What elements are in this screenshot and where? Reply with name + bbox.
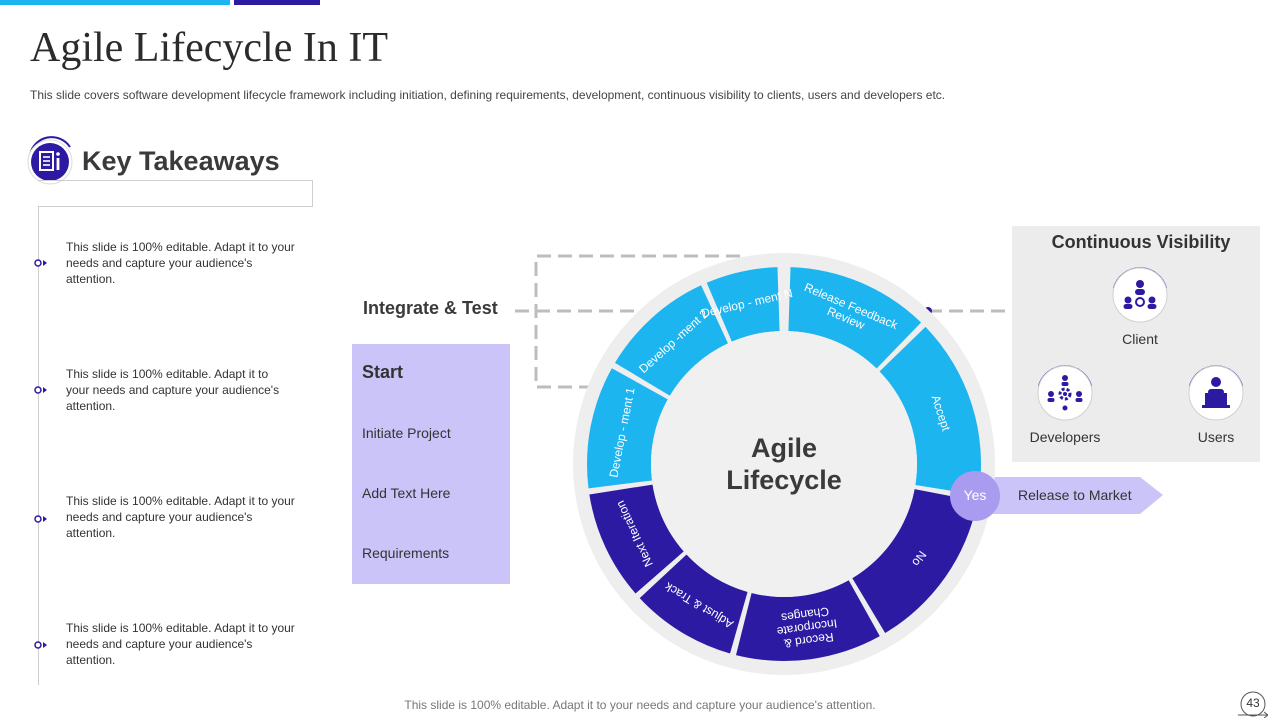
- release-arrow: [978, 477, 1163, 514]
- takeaway-item: This slide is 100% editable. Adapt it to…: [66, 367, 280, 413]
- cycle-segment: [614, 285, 729, 396]
- page-number-badge: [1238, 691, 1268, 718]
- top-accent-bar-navy: [234, 0, 320, 5]
- start-title: Start: [362, 362, 404, 382]
- developers-label: Developers: [1029, 429, 1101, 445]
- bullet-marker: [34, 259, 47, 267]
- yes-circle: [950, 471, 1000, 521]
- page-number: 43: [1246, 696, 1260, 710]
- cycle-segment: [852, 489, 978, 634]
- yes-label: Yes: [963, 487, 987, 503]
- cycle-segment: [589, 484, 684, 594]
- continuous-visibility-title: Continuous Visibility: [1051, 232, 1231, 252]
- center-label-line2: Lifecycle: [726, 465, 842, 495]
- key-takeaways-timeline: [38, 207, 39, 685]
- bullet-marker: [34, 386, 47, 394]
- bullet-marker: [34, 515, 47, 523]
- continuous-visibility-panel: [1012, 226, 1260, 462]
- cycle-segment: [706, 267, 780, 342]
- cycle-segment: [788, 267, 922, 369]
- client-label: Client: [1122, 331, 1158, 347]
- start-item-requirements: Requirements: [362, 545, 450, 561]
- center-label-line1: Agile: [750, 433, 817, 463]
- key-takeaways-title: Key Takeaways: [82, 146, 280, 176]
- cycle-segment: [736, 580, 880, 661]
- client-network-icon: [1112, 267, 1168, 323]
- release-to-market-label: Release to Market: [1018, 487, 1132, 503]
- start-item-add-text: Add Text Here: [362, 485, 451, 501]
- top-accent-bar-cyan: [0, 0, 230, 5]
- cycle-segment: [879, 326, 981, 496]
- integrate-test-label: Integrate & Test: [363, 298, 498, 318]
- developers-gear-icon: [1037, 365, 1093, 421]
- key-takeaways-header-box: [38, 180, 313, 207]
- cycle-segment: [587, 368, 668, 489]
- dashed-connectors: [515, 254, 1012, 389]
- takeaway-item: This slide is 100% editable. Adapt it to…: [66, 621, 295, 667]
- document-info-icon: [27, 136, 73, 185]
- user-laptop-icon: [1188, 365, 1244, 421]
- start-box: [352, 344, 510, 584]
- takeaway-item: This slide is 100% editable. Adapt it to…: [66, 240, 295, 286]
- start-item-initiate: Initiate Project: [362, 425, 451, 441]
- users-label: Users: [1197, 429, 1235, 445]
- footer-note: This slide is 100% editable. Adapt it to…: [404, 698, 876, 712]
- page-title: Agile Lifecycle In IT: [30, 25, 388, 71]
- page-subtitle: This slide covers software development l…: [30, 88, 946, 102]
- center-circle: [651, 331, 917, 597]
- cycle-segment: [639, 554, 748, 654]
- cycle-segment-label: Record &IncorporateChanges: [774, 603, 840, 651]
- bullet-marker: [34, 641, 47, 649]
- takeaway-item: This slide is 100% editable. Adapt it to…: [66, 494, 295, 540]
